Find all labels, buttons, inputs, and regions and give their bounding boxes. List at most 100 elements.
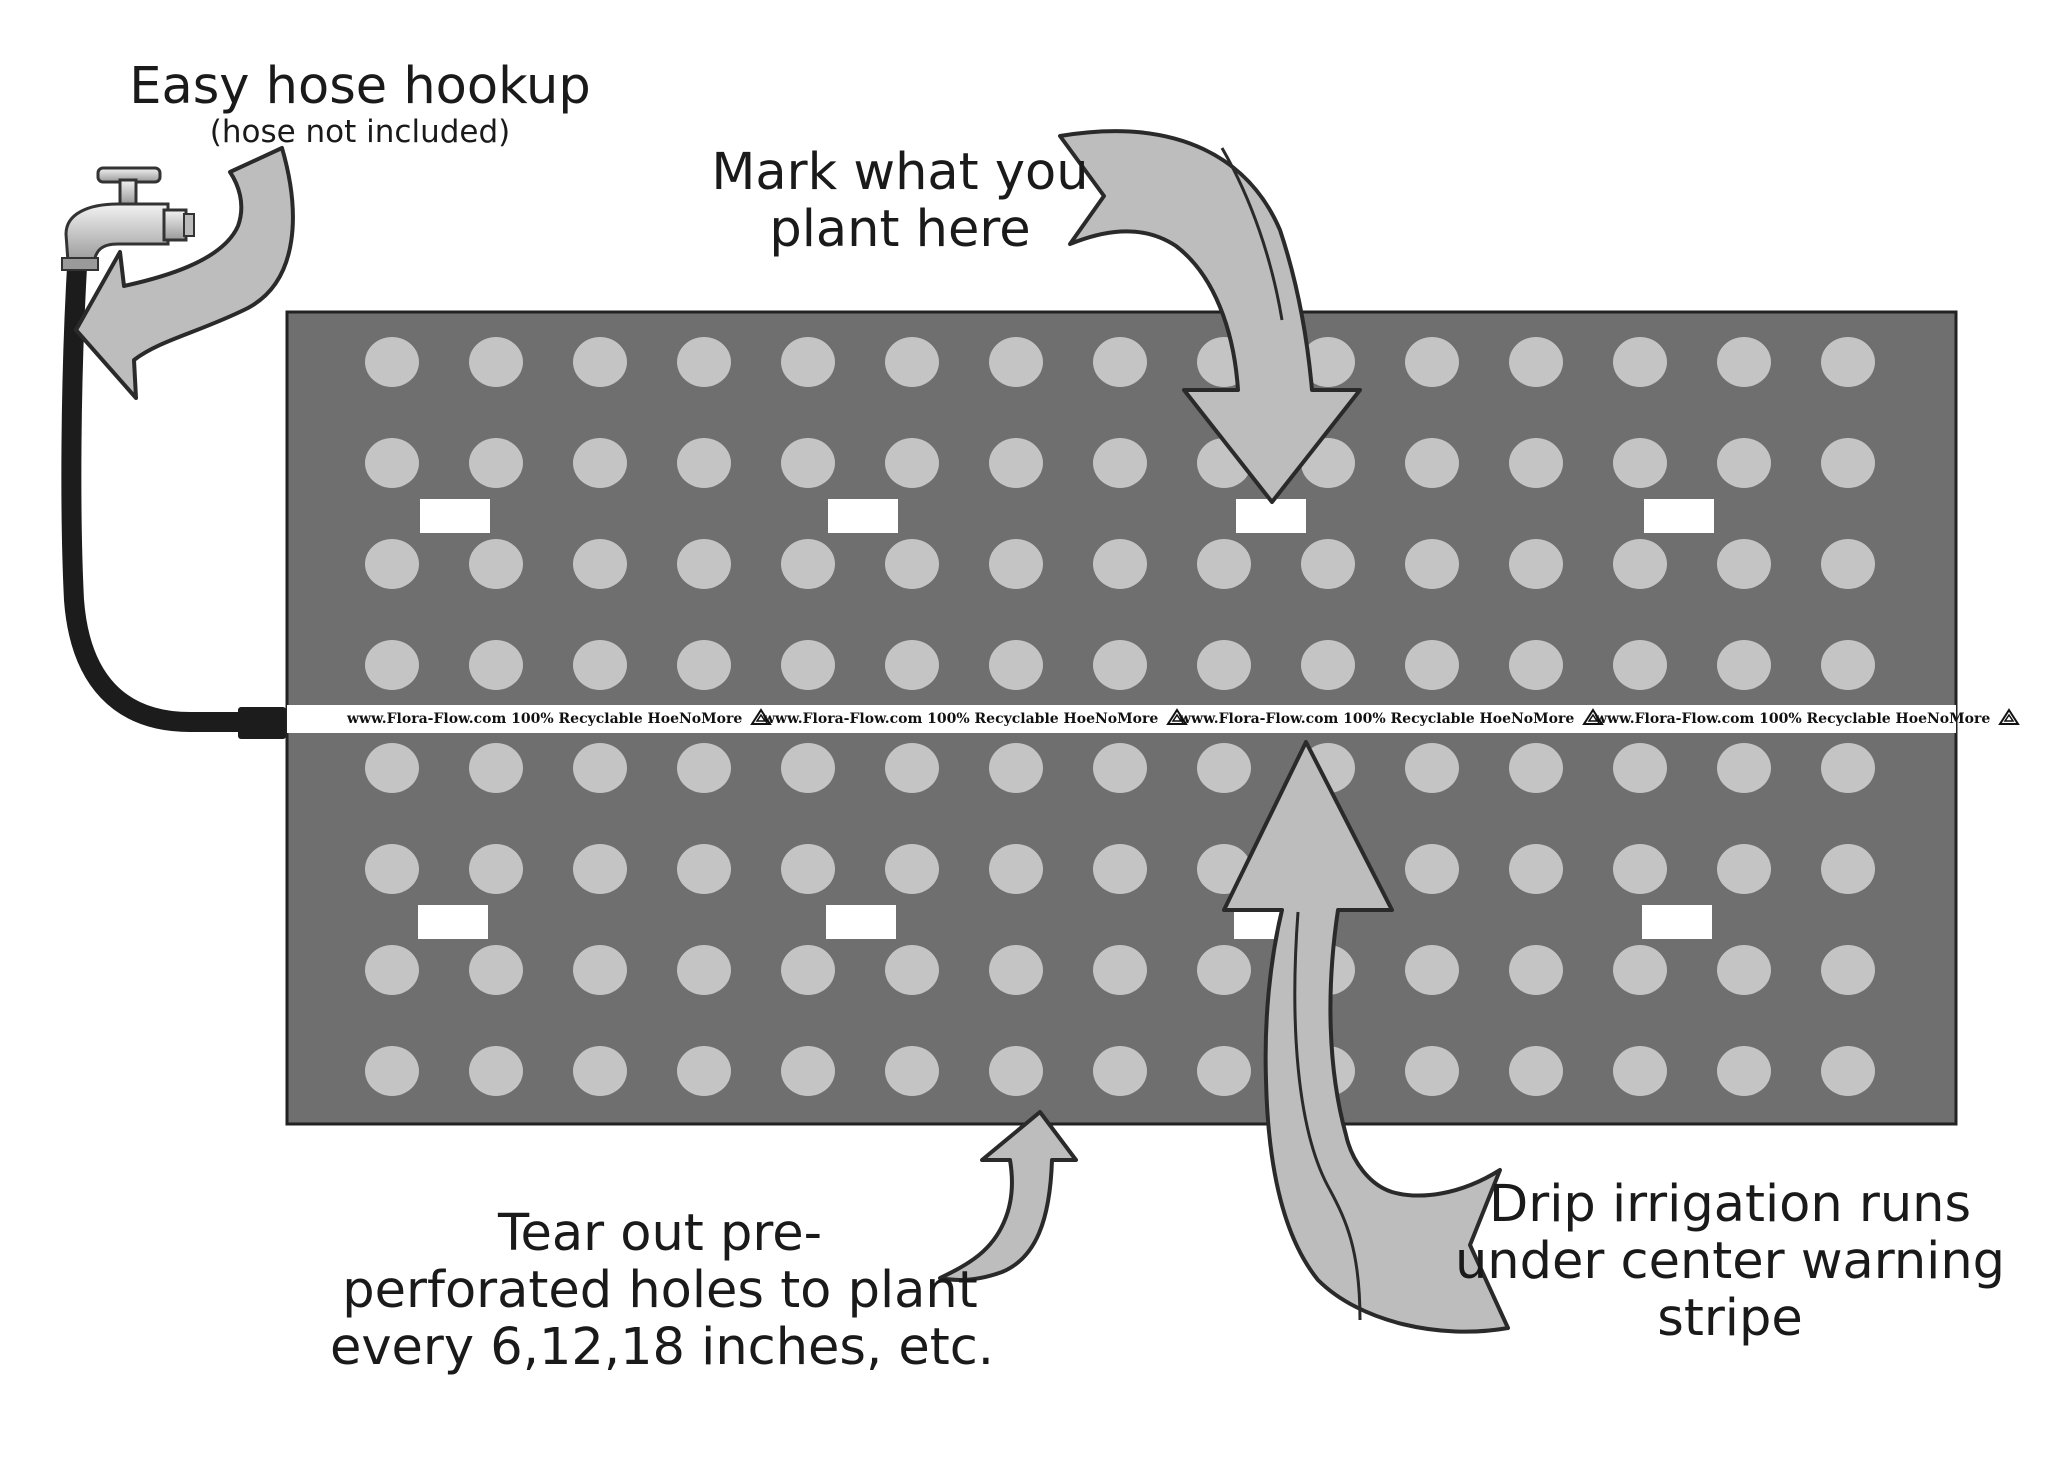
planting-hole[interactable] xyxy=(677,1046,731,1096)
planting-hole[interactable] xyxy=(1509,1046,1563,1096)
planting-hole[interactable] xyxy=(365,337,419,387)
planting-hole[interactable] xyxy=(469,640,523,690)
planting-hole[interactable] xyxy=(1613,945,1667,995)
planting-hole[interactable] xyxy=(781,640,835,690)
planting-hole[interactable] xyxy=(1717,945,1771,995)
planting-hole[interactable] xyxy=(1717,539,1771,589)
planting-hole[interactable] xyxy=(677,743,731,793)
planting-hole[interactable] xyxy=(1093,640,1147,690)
planting-hole[interactable] xyxy=(1301,337,1355,387)
planting-hole[interactable] xyxy=(1405,844,1459,894)
planting-hole[interactable] xyxy=(1405,337,1459,387)
planting-hole[interactable] xyxy=(989,337,1043,387)
planting-hole[interactable] xyxy=(573,945,627,995)
planting-hole[interactable] xyxy=(885,337,939,387)
planting-hole[interactable] xyxy=(989,844,1043,894)
planting-hole[interactable] xyxy=(781,337,835,387)
planting-hole[interactable] xyxy=(365,844,419,894)
planting-hole[interactable] xyxy=(1509,539,1563,589)
planting-hole[interactable] xyxy=(365,1046,419,1096)
planting-hole[interactable] xyxy=(469,438,523,488)
planting-hole[interactable] xyxy=(781,1046,835,1096)
planting-hole[interactable] xyxy=(1821,438,1875,488)
planting-hole[interactable] xyxy=(469,844,523,894)
planting-hole[interactable] xyxy=(885,1046,939,1096)
planting-hole[interactable] xyxy=(1405,743,1459,793)
planting-hole[interactable] xyxy=(989,438,1043,488)
plant-marker-tab[interactable] xyxy=(420,499,490,533)
planting-hole[interactable] xyxy=(573,337,627,387)
planting-hole[interactable] xyxy=(677,438,731,488)
planting-hole[interactable] xyxy=(1717,337,1771,387)
plant-marker-tab[interactable] xyxy=(828,499,898,533)
planting-hole[interactable] xyxy=(989,945,1043,995)
planting-hole[interactable] xyxy=(1197,539,1251,589)
planting-hole[interactable] xyxy=(1509,844,1563,894)
planting-hole[interactable] xyxy=(469,1046,523,1096)
planting-hole[interactable] xyxy=(573,438,627,488)
planting-hole[interactable] xyxy=(1717,640,1771,690)
planting-hole[interactable] xyxy=(677,640,731,690)
plant-marker-tab[interactable] xyxy=(826,905,896,939)
planting-hole[interactable] xyxy=(1613,337,1667,387)
planting-hole[interactable] xyxy=(885,539,939,589)
planting-hole[interactable] xyxy=(469,945,523,995)
planting-hole[interactable] xyxy=(1509,640,1563,690)
planting-hole[interactable] xyxy=(1093,539,1147,589)
planting-hole[interactable] xyxy=(1717,438,1771,488)
planting-hole[interactable] xyxy=(989,539,1043,589)
planting-hole[interactable] xyxy=(1509,945,1563,995)
planting-hole[interactable] xyxy=(885,743,939,793)
planting-hole[interactable] xyxy=(1405,945,1459,995)
planting-hole[interactable] xyxy=(1197,743,1251,793)
planting-hole[interactable] xyxy=(1197,640,1251,690)
planting-hole[interactable] xyxy=(1093,743,1147,793)
planting-hole[interactable] xyxy=(677,337,731,387)
planting-hole[interactable] xyxy=(1405,1046,1459,1096)
planting-hole[interactable] xyxy=(885,844,939,894)
planting-hole[interactable] xyxy=(1093,337,1147,387)
planting-hole[interactable] xyxy=(1717,1046,1771,1096)
planting-hole[interactable] xyxy=(1093,844,1147,894)
planting-hole[interactable] xyxy=(469,337,523,387)
planting-hole[interactable] xyxy=(1613,844,1667,894)
planting-hole[interactable] xyxy=(781,539,835,589)
planting-hole[interactable] xyxy=(1093,945,1147,995)
planting-hole[interactable] xyxy=(1613,438,1667,488)
planting-hole[interactable] xyxy=(885,438,939,488)
planting-hole[interactable] xyxy=(989,640,1043,690)
planting-hole[interactable] xyxy=(1197,1046,1251,1096)
planting-hole[interactable] xyxy=(1405,438,1459,488)
planting-hole[interactable] xyxy=(365,640,419,690)
planting-hole[interactable] xyxy=(1509,438,1563,488)
planting-hole[interactable] xyxy=(573,539,627,589)
planting-hole[interactable] xyxy=(1821,337,1875,387)
planting-hole[interactable] xyxy=(573,640,627,690)
plant-marker-tab[interactable] xyxy=(418,905,488,939)
planting-hole[interactable] xyxy=(677,844,731,894)
planting-hole[interactable] xyxy=(989,743,1043,793)
planting-hole[interactable] xyxy=(365,743,419,793)
planting-hole[interactable] xyxy=(1717,743,1771,793)
planting-hole[interactable] xyxy=(1821,640,1875,690)
planting-hole[interactable] xyxy=(1301,539,1355,589)
planting-hole[interactable] xyxy=(781,743,835,793)
planting-hole[interactable] xyxy=(1093,1046,1147,1096)
planting-hole[interactable] xyxy=(1093,438,1147,488)
planting-hole[interactable] xyxy=(1821,743,1875,793)
planting-hole[interactable] xyxy=(573,743,627,793)
planting-hole[interactable] xyxy=(1613,1046,1667,1096)
planting-hole[interactable] xyxy=(1821,945,1875,995)
planting-hole[interactable] xyxy=(573,844,627,894)
planting-hole[interactable] xyxy=(1509,337,1563,387)
planting-hole[interactable] xyxy=(1197,945,1251,995)
planting-hole[interactable] xyxy=(1405,640,1459,690)
plant-marker-tab[interactable] xyxy=(1236,499,1306,533)
planting-hole[interactable] xyxy=(989,1046,1043,1096)
planting-hole[interactable] xyxy=(1821,844,1875,894)
planting-hole[interactable] xyxy=(677,539,731,589)
planting-hole[interactable] xyxy=(1613,743,1667,793)
planting-hole[interactable] xyxy=(1405,539,1459,589)
planting-hole[interactable] xyxy=(1821,539,1875,589)
planting-hole[interactable] xyxy=(885,640,939,690)
